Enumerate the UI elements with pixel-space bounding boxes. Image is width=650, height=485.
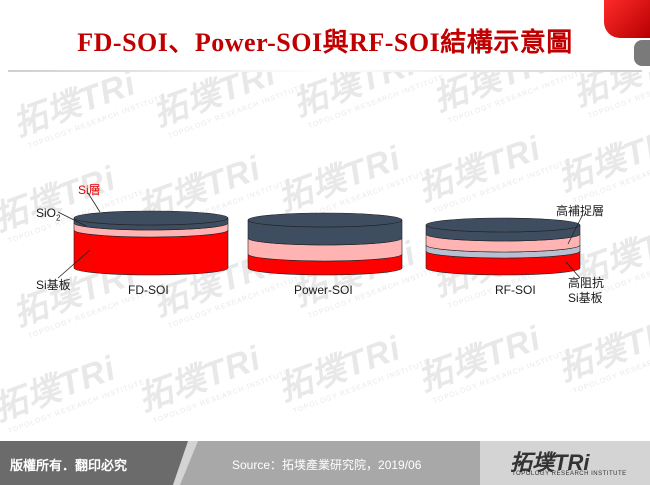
rf-trap-rich-leader bbox=[567, 215, 583, 245]
fd-sio2-label: SiO2 bbox=[36, 206, 60, 222]
rf-soi-top-surface bbox=[425, 217, 581, 233]
fd-si-layer-leader bbox=[87, 192, 101, 213]
corner-tab bbox=[634, 40, 650, 66]
wafer-name-rf-soi: RF-SOI bbox=[495, 283, 536, 297]
rf-hr-substrate-label: 高阻抗 Si基板 bbox=[568, 276, 604, 306]
rf-trap-rich-label: 高補捉層 bbox=[556, 204, 605, 218]
footer-copyright-band bbox=[0, 441, 188, 485]
power-soi-top-surface bbox=[247, 212, 403, 228]
fd-sio2-text: SiO bbox=[36, 206, 57, 220]
wafer-name-fd-soi: FD-SOI bbox=[128, 283, 169, 297]
fd-si-layer-label: Si層 bbox=[78, 183, 101, 197]
corner-accent bbox=[604, 0, 650, 38]
footer-source-band bbox=[180, 441, 480, 485]
copyright-text: 版權所有．翻印必究 bbox=[10, 458, 128, 473]
header-bar: FD-SOI、Power-SOI與RF-SOI結構示意圖 bbox=[0, 0, 650, 72]
rf-hr-line1: 高阻抗 bbox=[568, 276, 605, 290]
header-separator bbox=[8, 70, 642, 72]
wafer-name-power-soi: Power-SOI bbox=[294, 283, 353, 297]
logo-sub-text: TOPOLOGY RESEARCH INSTITUTE bbox=[512, 471, 627, 477]
rf-hr-line2: Si基板 bbox=[568, 291, 603, 305]
fd-soi-top-surface bbox=[73, 210, 229, 226]
logo-main-text: 拓墣TRi bbox=[510, 450, 590, 475]
fd-sio2-subscript: 2 bbox=[56, 213, 61, 223]
fd-sio2-leader bbox=[57, 211, 87, 227]
rf-hr-leader bbox=[565, 261, 581, 279]
tri-logo: 拓墣TRi TOPOLOGY RESEARCH INSTITUTE bbox=[510, 445, 640, 481]
fd-substrate-leader bbox=[57, 249, 91, 279]
fd-substrate-label: Si基板 bbox=[36, 278, 71, 292]
slide-title: FD-SOI、Power-SOI與RF-SOI結構示意圖 bbox=[77, 28, 573, 57]
footer-bar: 版權所有．翻印必究 Source：拓墣產業研究院，2019/06 拓墣TRi T… bbox=[0, 441, 650, 485]
source-text: Source：拓墣產業研究院，2019/06 bbox=[232, 458, 422, 472]
